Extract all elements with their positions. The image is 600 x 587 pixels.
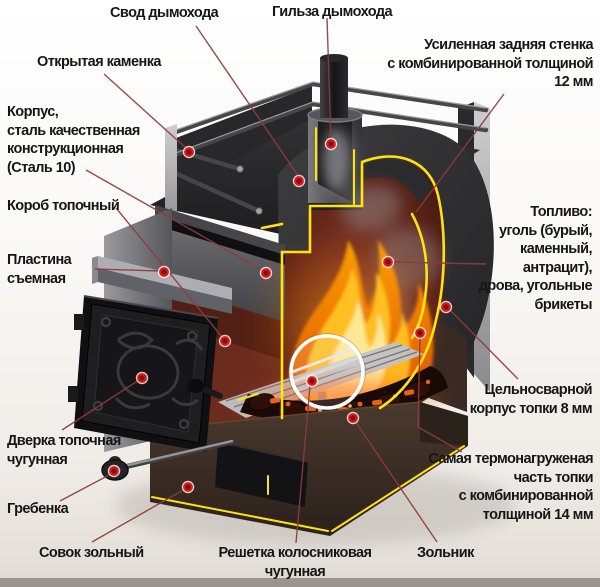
marker-dverka: [135, 371, 149, 385]
label-korpus-stal: Корпус, сталь качественная конструкционн…: [7, 104, 140, 176]
marker-celnosvarnoy: [439, 300, 453, 314]
railing-bar-caps: [236, 165, 263, 215]
label-zolnik: Зольник: [417, 545, 474, 561]
smoke-baffle: [362, 159, 432, 204]
leader-toplivo: [391, 261, 487, 265]
label-korob-topochny: Короб топочный: [7, 198, 120, 214]
ash-drawer: [215, 442, 308, 507]
label-grebenka: Гребенка: [7, 501, 69, 517]
leader-sovok: [91, 488, 186, 543]
marker-kamenka: [182, 145, 196, 159]
label-reshetka-kolosnikovaya: Решетка колосниковая чугунная: [218, 545, 373, 580]
leader-dverka: [61, 379, 140, 431]
door-hinge-top: [74, 314, 84, 330]
marker-korob: [218, 334, 232, 348]
leader-reshetka: [295, 385, 311, 544]
marker-svod: [292, 174, 306, 188]
marker-grebenka: [107, 464, 121, 478]
marker-gilza: [324, 137, 338, 151]
label-samaya-termonagruzhennaya: Самая термонагруженая часть топки с комб…: [428, 451, 593, 523]
label-celnosvarnoy-korpus: Цельносварной корпус топки 8 мм: [469, 382, 593, 417]
door-handle: [188, 379, 223, 399]
door-hinge-bottom: [68, 386, 78, 402]
marker-zolnik: [346, 411, 360, 425]
photo-bottom-edge: [0, 578, 600, 587]
marker-reshetka: [305, 374, 319, 388]
leader-zolnik: [354, 420, 438, 543]
ash-drawer-edge: [217, 441, 309, 463]
label-otkrytaya-kamenka: Открытая каменка: [37, 54, 161, 70]
marker-toplivo: [381, 255, 395, 269]
railing-left-post: [165, 124, 177, 236]
marker-sovok: [181, 480, 195, 494]
label-dverka-topochnaya: Дверка топочная чугунная: [7, 433, 121, 468]
railing-highlights: [172, 81, 487, 155]
label-gilza-dymohoda: Гильза дымохода: [272, 4, 393, 20]
label-plastina-semnaya: Пластина съемная: [7, 252, 72, 287]
leader-svod: [195, 25, 300, 178]
railing: [170, 81, 489, 214]
grebenka-handle: [101, 439, 235, 481]
cut-edge-lines: [151, 127, 465, 532]
label-toplivo: Топливо: уголь (бурый, каменный, антраци…: [478, 204, 593, 313]
leader-kamenka: [103, 73, 188, 150]
ash-base-box: [149, 401, 468, 536]
label-usilennaya-stenka: Усиленная задняя стенка с комбинированно…: [387, 37, 593, 90]
leader-celnosvarnoy: [449, 309, 519, 380]
marker-plastina: [157, 265, 171, 279]
label-sovok-zolny: Совок зольный: [39, 545, 144, 561]
callout-markers: [107, 137, 453, 494]
leader-stenka: [415, 93, 505, 213]
leader-grebenka: [59, 473, 112, 502]
marker-samaya: [413, 326, 427, 340]
leader-plastina: [94, 268, 161, 272]
leader-gilza: [326, 17, 332, 141]
label-svod-dymohoda: Свод дымохода: [110, 5, 219, 21]
leader-korpus: [85, 169, 263, 271]
leader-samaya: [417, 337, 463, 453]
marker-korpus: [259, 266, 273, 280]
chimney-pipe: [320, 54, 348, 118]
grate-magnifier: [288, 333, 366, 411]
